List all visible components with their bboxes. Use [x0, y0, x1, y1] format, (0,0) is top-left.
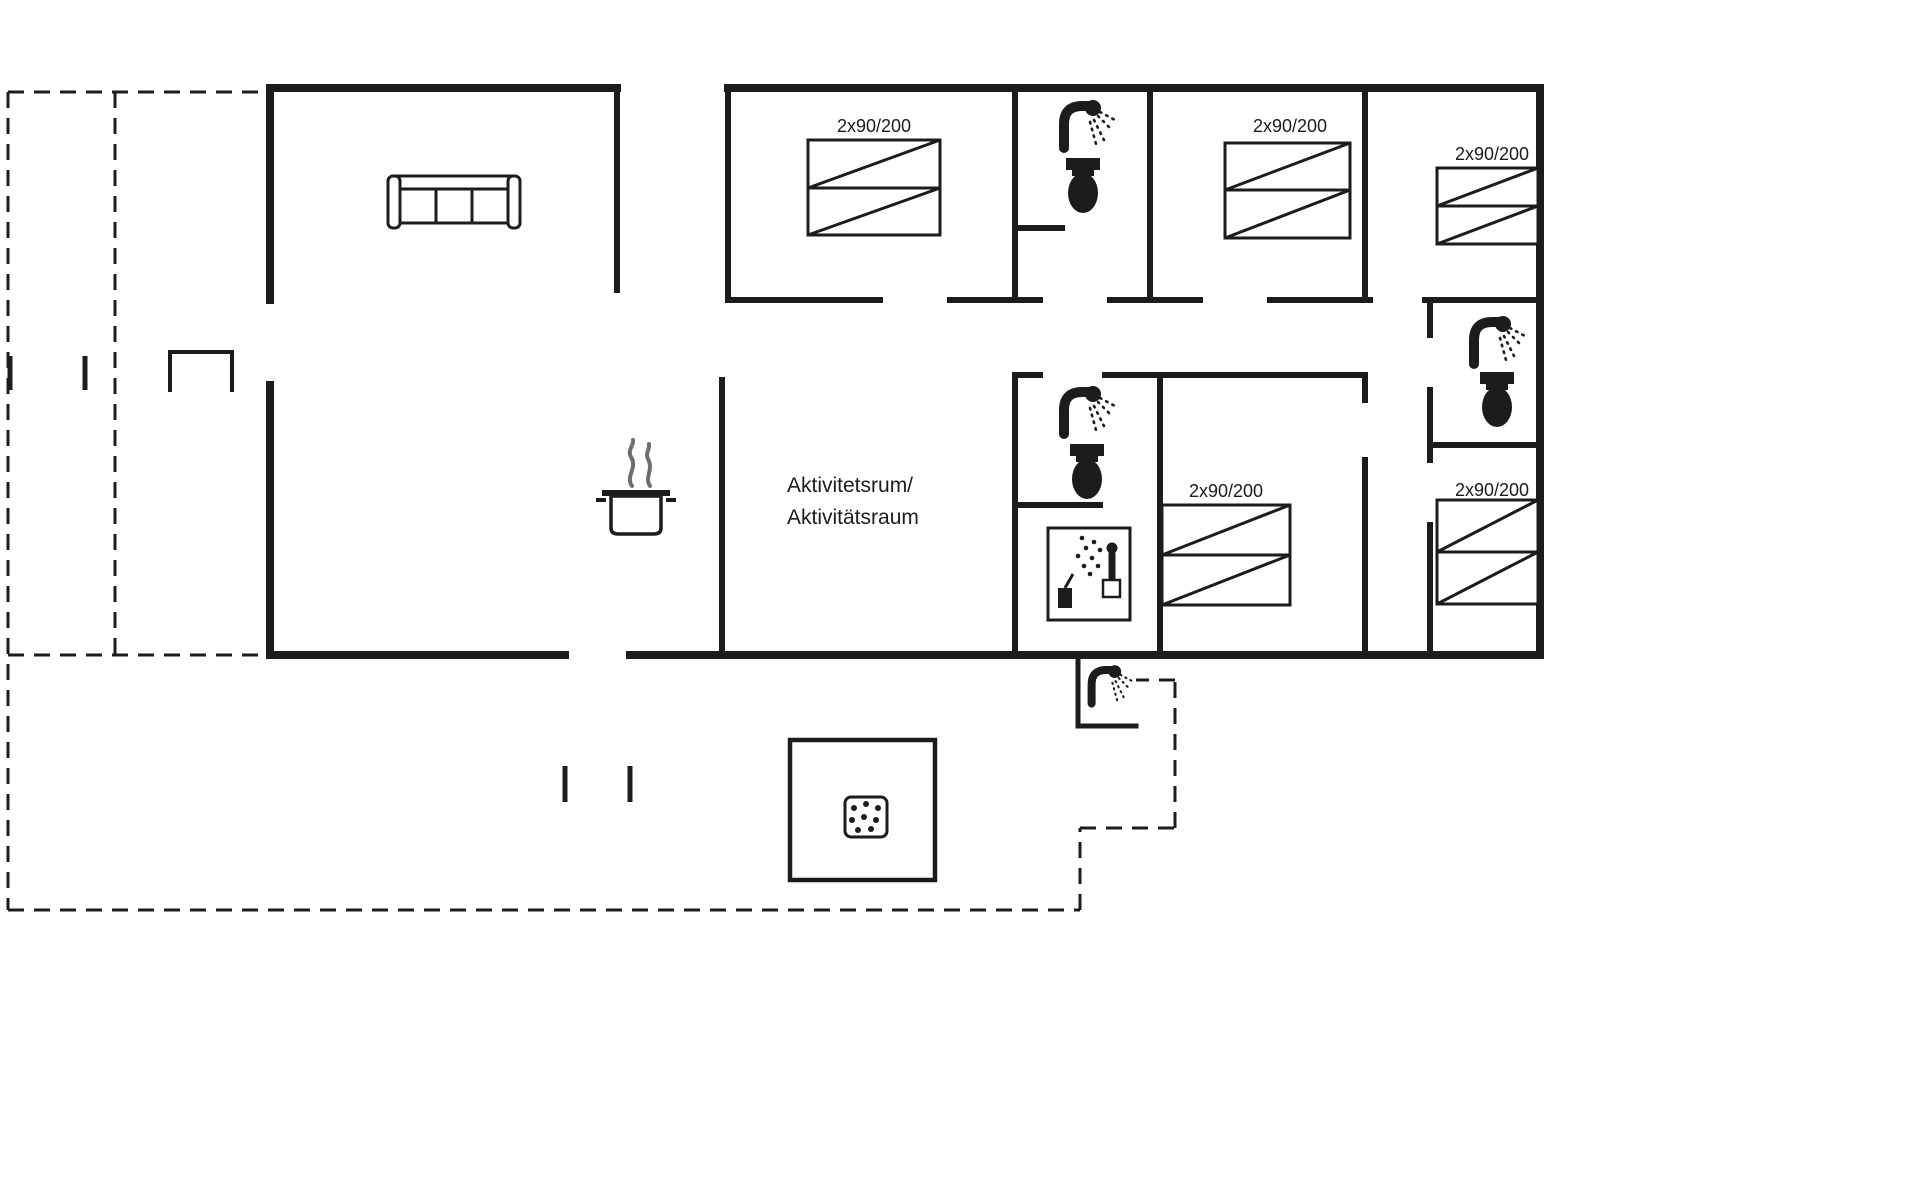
steam-dots	[1075, 535, 1103, 577]
shower-icon	[1064, 100, 1115, 148]
bed-size-label: 2x90/200	[837, 116, 911, 136]
sauna-icon	[1046, 526, 1132, 622]
toilet-icon	[1066, 158, 1100, 213]
bed-icon	[1435, 498, 1540, 606]
outdoor-shower-icon	[1092, 665, 1133, 703]
sofa-icon	[386, 174, 522, 230]
steam-icon	[627, 438, 636, 488]
bed-size-label: 2x90/200	[1189, 481, 1263, 501]
steam-icon	[645, 442, 652, 488]
cooking-pot-icon	[596, 438, 676, 536]
bed-size-label: 2x90/200	[1455, 480, 1529, 500]
bed-icon	[1160, 503, 1292, 607]
toilet-icon	[1480, 372, 1514, 427]
activity-room-label-line1: Aktivitetsrum/	[787, 474, 913, 497]
toilet-icon	[1070, 444, 1104, 499]
exterior-walls	[266, 84, 1544, 659]
activity-room-label-line2: Aktivitätsraum	[787, 506, 919, 529]
outdoor-shower-walls	[1075, 652, 1139, 729]
entrance-step	[168, 350, 234, 392]
interior-walls	[614, 85, 1543, 658]
hot-tub-icon	[787, 737, 938, 883]
shower-icon	[1474, 316, 1525, 364]
bed-icon	[1223, 141, 1352, 240]
terrace-outline	[6, 90, 1177, 912]
bubble-dots	[849, 801, 881, 833]
bed-icon	[806, 138, 942, 237]
bed-icon	[1435, 166, 1540, 246]
terrace-step-marks	[7, 356, 633, 802]
bed-size-label: 2x90/200	[1455, 144, 1529, 164]
bed-size-label: 2x90/200	[1253, 116, 1327, 136]
shower-icon	[1064, 386, 1115, 434]
